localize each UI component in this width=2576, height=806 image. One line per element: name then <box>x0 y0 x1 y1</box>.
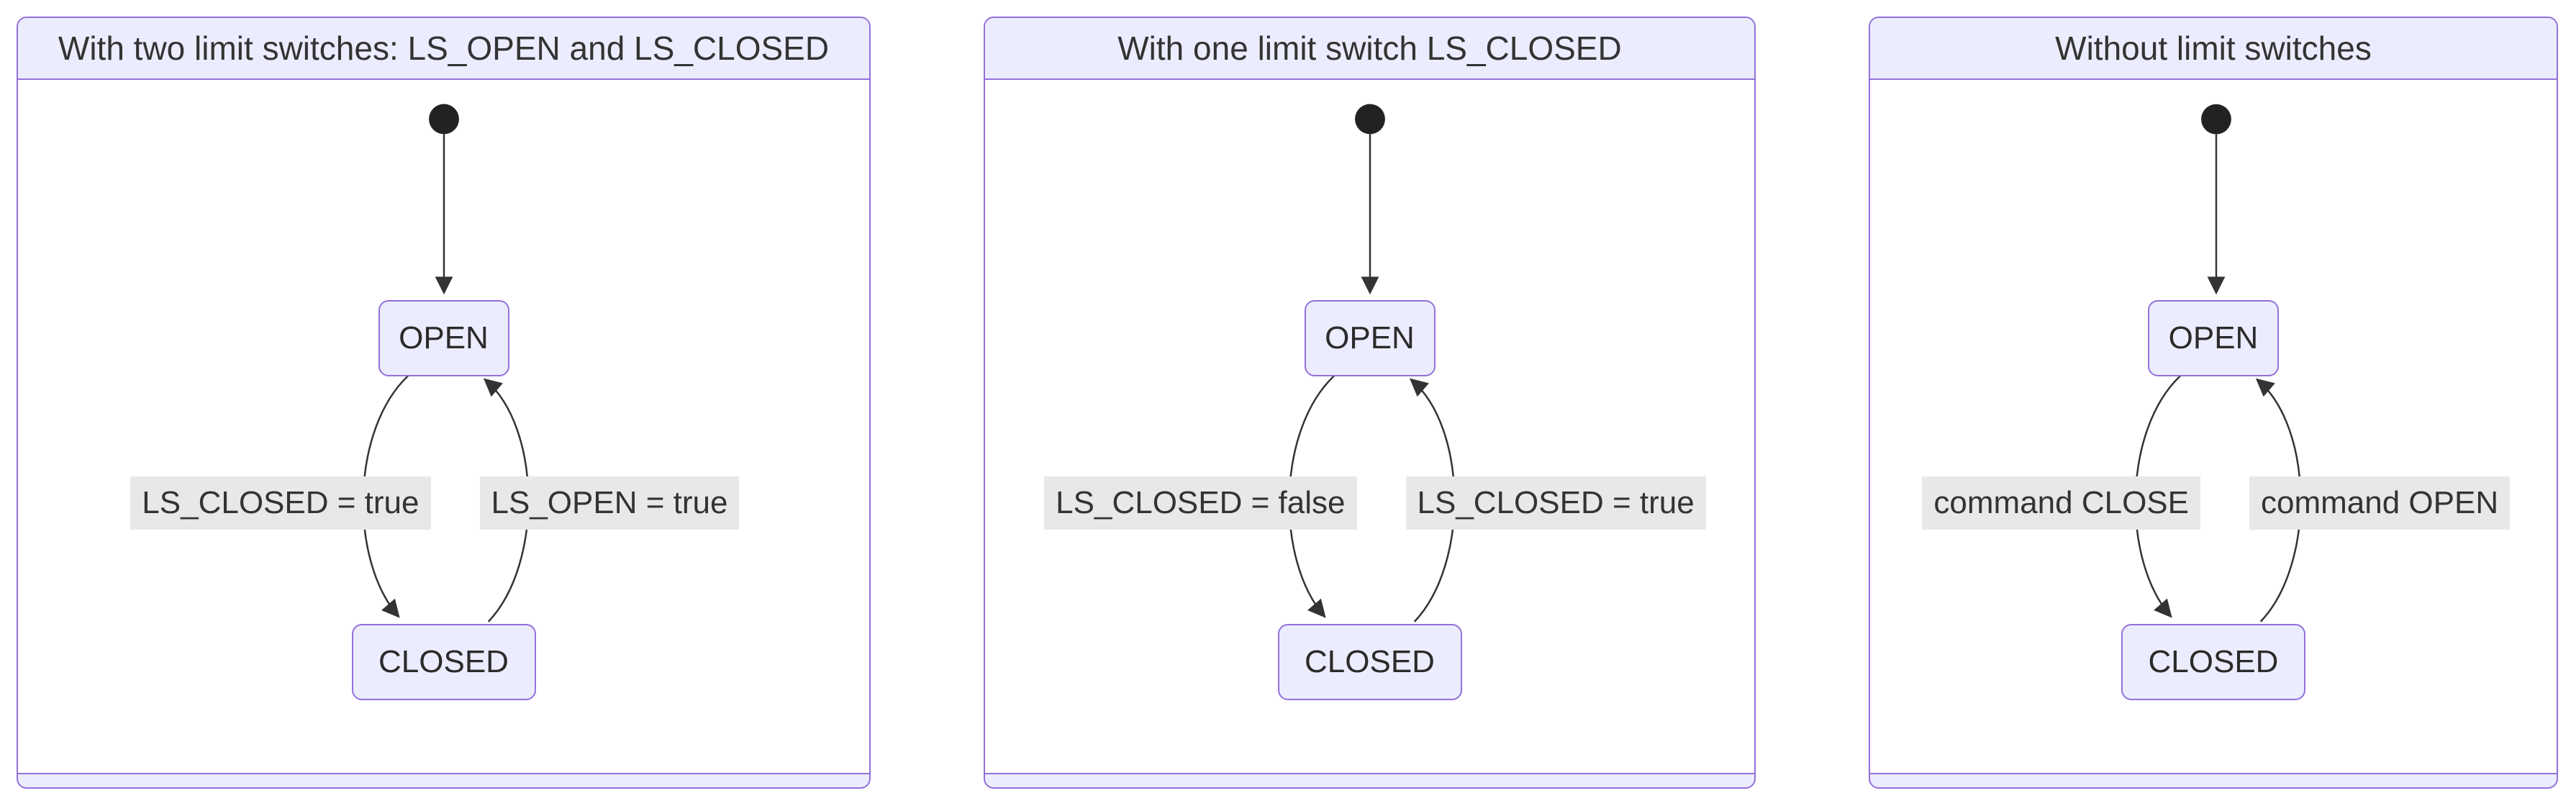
state-node-closed: CLOSED <box>2121 624 2305 700</box>
edge-label-open-to-closed: command CLOSE <box>1922 476 2200 530</box>
edge-label-open-to-closed: LS_CLOSED = false <box>1044 476 1357 530</box>
state-node-closed: CLOSED <box>351 624 536 700</box>
state-diagram-panel-no-switches: Without limit switches OPEN CLOSED comma… <box>1869 17 2558 789</box>
state-diagram-panel-one-switch: With one limit switch LS_CLOSED OPEN CLO… <box>984 17 1756 789</box>
edge-label-open-to-closed: LS_CLOSED = true <box>130 476 431 530</box>
edge-label-closed-to-open: command OPEN <box>2249 476 2511 530</box>
edge-label-closed-to-open: LS_CLOSED = true <box>1405 476 1706 530</box>
state-node-open: OPEN <box>1304 300 1436 376</box>
state-node-closed: CLOSED <box>1277 624 1462 700</box>
diagram-title: Without limit switches <box>1870 18 2557 80</box>
diagram-title: With two limit switches: LS_OPEN and LS_… <box>18 18 869 80</box>
state-diagram-panel-two-switches: With two limit switches: LS_OPEN and LS_… <box>17 17 871 789</box>
state-node-open: OPEN <box>378 300 509 376</box>
state-node-open: OPEN <box>2148 300 2279 376</box>
diagram-title: With one limit switch LS_CLOSED <box>985 18 1754 80</box>
edge-label-closed-to-open: LS_OPEN = true <box>479 476 740 530</box>
